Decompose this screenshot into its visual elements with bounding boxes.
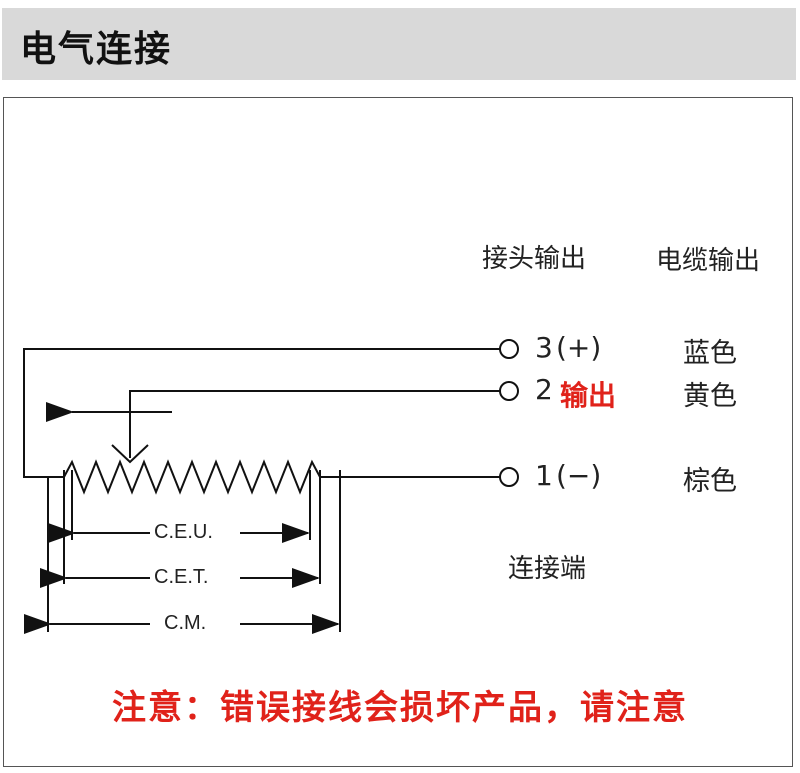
pin-2-terminal xyxy=(499,381,519,401)
pin-1-terminal xyxy=(499,467,519,487)
diagram-frame xyxy=(3,97,793,767)
pin-3-number: 3 xyxy=(535,331,553,364)
pin-3-terminal xyxy=(499,339,519,359)
wire-pin-3 xyxy=(23,348,500,478)
pin-2-number: 2 xyxy=(535,373,553,406)
connector-output-heading: 接头输出 xyxy=(482,244,587,274)
pin-2-label: 输出 xyxy=(560,379,617,412)
pin-3-wire-color: 蓝色 xyxy=(683,338,737,369)
pin-3-label: (+) xyxy=(556,331,602,364)
terminal-label: 连接端 xyxy=(508,554,587,584)
cable-output-heading: 电缆输出 xyxy=(656,246,761,276)
wiring-warning: 注意：错误接线会损坏产品，请注意 xyxy=(112,688,688,728)
pin-1-number: 1 xyxy=(535,459,553,492)
pin-1-label: (−) xyxy=(556,459,602,492)
resistor-zigzag xyxy=(63,459,321,495)
wire-pin-2 xyxy=(129,390,500,458)
ceu-label: C.E.U. xyxy=(150,521,217,544)
page-title: 电气连接 xyxy=(20,29,173,70)
cet-label: C.E.T. xyxy=(150,566,213,589)
wiper-contact xyxy=(111,444,149,464)
header-bar: 电气连接 xyxy=(2,8,796,80)
pin-1-wire-color: 棕色 xyxy=(683,466,737,497)
cm-label: C.M. xyxy=(160,612,211,635)
pin-2-wire-color: 黄色 xyxy=(683,381,737,412)
